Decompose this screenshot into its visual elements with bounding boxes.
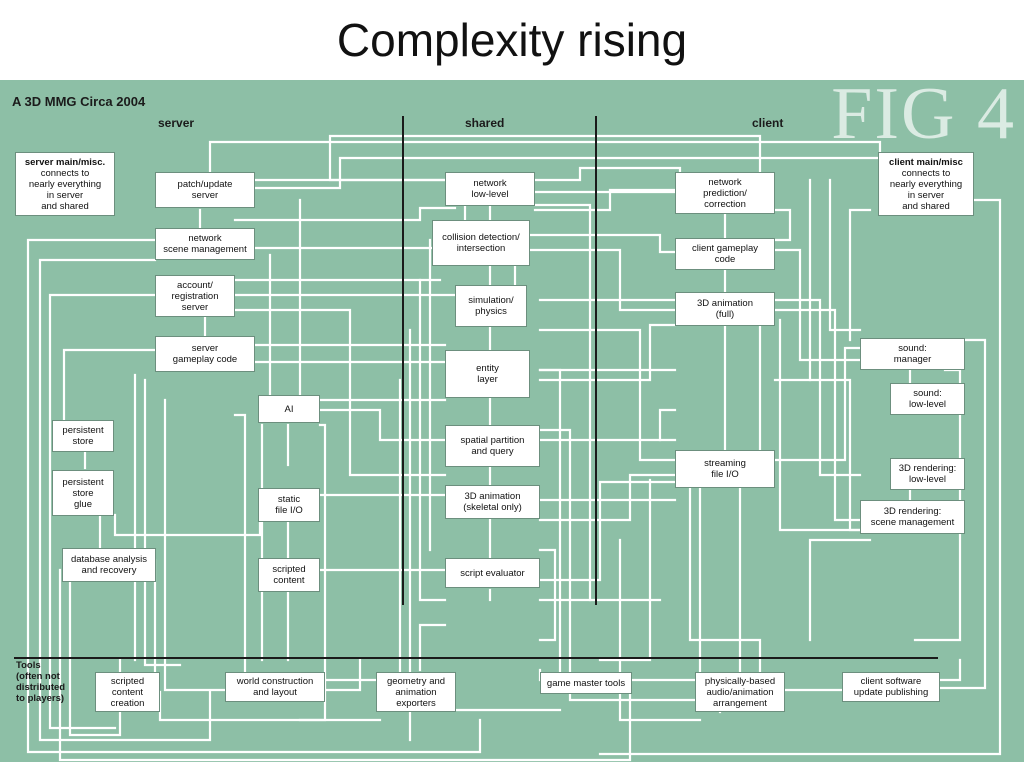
- wire: [233, 206, 457, 222]
- fig-number: FIG 4: [831, 80, 1016, 155]
- wire: [773, 208, 792, 242]
- wire: [828, 178, 862, 332]
- wire: [533, 166, 682, 182]
- wire: [618, 538, 702, 722]
- collision-detection-intersection: collision detection/ intersection: [432, 220, 530, 266]
- wire: [773, 346, 862, 462]
- wire: [253, 156, 932, 190]
- slide-title: Complexity rising: [336, 14, 688, 66]
- scripted-content: scripted content: [258, 558, 320, 592]
- wire: [418, 623, 447, 672]
- geometry-animation-exporters: geometry and animation exporters: [376, 672, 456, 712]
- wire: [48, 293, 157, 730]
- client-main-note-text: connects to nearly everything in server …: [889, 167, 963, 212]
- wire: [26, 238, 482, 754]
- account-registration-server: account/ registration server: [155, 275, 235, 317]
- persistent-store: persistent store: [52, 420, 114, 452]
- wire: [143, 378, 182, 667]
- wire: [233, 308, 447, 477]
- patch-update-server: patch/update server: [155, 172, 255, 208]
- client-main-note: client main/misc connects to nearly ever…: [878, 152, 974, 216]
- wire: [773, 298, 862, 477]
- animation-skeletal-only: 3D animation (skeletal only): [445, 485, 540, 519]
- physically-based-audio-animation: physically-based audio/animation arrange…: [695, 672, 785, 712]
- wire: [113, 498, 262, 537]
- wire: [538, 368, 562, 682]
- simulation-physics: simulation/ physics: [455, 285, 527, 327]
- wire: [778, 318, 862, 532]
- sound-manager: sound: manager: [860, 338, 965, 370]
- spatial-partition-query: spatial partition and query: [445, 425, 540, 467]
- server-main-note-title: server main/misc.: [24, 156, 106, 168]
- wire: [658, 408, 677, 442]
- wire: [68, 548, 122, 737]
- script-evaluator: script evaluator: [445, 558, 540, 588]
- static-file-io: static file I/O: [258, 488, 320, 522]
- game-master-tools: game master tools: [540, 672, 632, 694]
- wire: [158, 690, 382, 722]
- tools-label: Tools (often not distributed to players): [16, 660, 66, 704]
- client-gameplay-code: client gameplay code: [675, 238, 775, 270]
- wire: [533, 203, 592, 602]
- architecture-figure: FIG 4 A 3D MMG Circa 2004 server shared …: [0, 80, 1024, 762]
- server-gameplay-code: server gameplay code: [155, 336, 255, 372]
- wire: [598, 198, 1002, 756]
- connection-wires: [14, 116, 1002, 762]
- column-heading-server: server: [158, 116, 195, 130]
- column-heading-client: client: [752, 116, 784, 130]
- wire: [528, 248, 677, 312]
- sound-low-level: sound: low-level: [890, 383, 965, 415]
- wire: [773, 308, 862, 522]
- wire: [58, 568, 632, 762]
- database-analysis-recovery: database analysis and recovery: [62, 548, 156, 582]
- server-main-note-text: connects to nearly everything in server …: [28, 167, 102, 212]
- wire: [418, 278, 447, 602]
- wire: [808, 538, 872, 642]
- wire: [848, 208, 872, 342]
- streaming-file-io: streaming file I/O: [675, 450, 775, 488]
- wire: [538, 473, 677, 522]
- network-scene-management: network scene management: [155, 228, 255, 260]
- scripted-content-creation: scripted content creation: [95, 672, 160, 712]
- network-low-level: network low-level: [445, 172, 535, 206]
- ai-box: AI: [258, 395, 320, 423]
- wire: [38, 258, 212, 742]
- wire: [62, 348, 157, 422]
- wire: [538, 548, 557, 642]
- wire: [938, 658, 962, 682]
- wire: [318, 408, 447, 442]
- server-main-note: server main/misc. connects to nearly eve…: [15, 152, 115, 216]
- network-prediction-correction: network prediction/ correction: [675, 172, 775, 214]
- wire: [938, 338, 987, 690]
- client-main-note-title: client main/misc: [889, 156, 963, 168]
- wire: [773, 248, 862, 362]
- wire: [538, 480, 677, 582]
- bottom-strip: [0, 762, 1024, 768]
- column-heading-shared: shared: [465, 116, 505, 130]
- wire: [443, 690, 562, 712]
- figure-heading: A 3D MMG Circa 2004: [12, 94, 146, 109]
- world-construction-layout: world construction and layout: [225, 672, 325, 702]
- rendering-low-level: 3D rendering: low-level: [890, 458, 965, 490]
- wire: [598, 478, 652, 662]
- persistent-store-glue: persistent store glue: [52, 470, 114, 516]
- rendering-scene-management: 3D rendering: scene management: [860, 500, 965, 534]
- wire: [233, 413, 247, 682]
- entity-layer: entity layer: [445, 350, 530, 398]
- wire: [533, 188, 677, 212]
- animation-full: 3D animation (full): [675, 292, 775, 326]
- client-software-update-publishing: client software update publishing: [842, 672, 940, 702]
